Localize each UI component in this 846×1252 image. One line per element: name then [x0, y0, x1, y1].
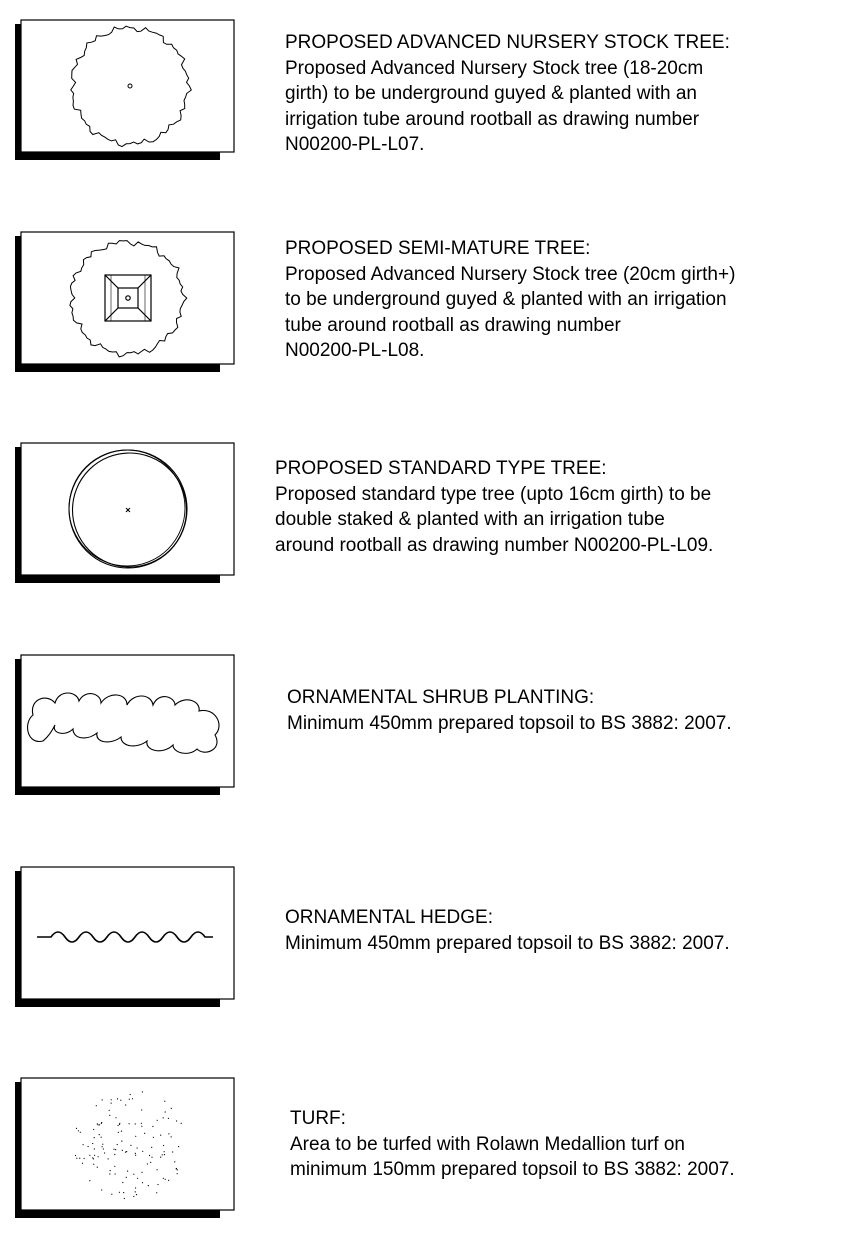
legend-title: ORNAMENTAL HEDGE: — [285, 907, 493, 928]
legend-title: PROPOSED ADVANCED NURSERY STOCK TREE: — [285, 32, 730, 53]
standard-type-tree-symbol — [15, 442, 235, 583]
legend-text: PROPOSED SEMI-MATURE TREE: Proposed Adva… — [285, 236, 735, 364]
symbol-box — [15, 230, 237, 375]
legend-description: Minimum 450mm prepared topsoil to BS 388… — [285, 932, 730, 954]
symbol-box — [15, 865, 237, 1010]
legend-description: Proposed standard type tree (upto 16cm g… — [275, 483, 714, 556]
tree-grille-icon — [104, 274, 152, 322]
legend-row-standard-type-tree: PROPOSED STANDARD TYPE TREE: Proposed st… — [0, 441, 846, 601]
legend-row-semi-mature-tree: PROPOSED SEMI-MATURE TREE: Proposed Adva… — [0, 230, 846, 390]
legend-description: Minimum 450mm prepared topsoil to BS 388… — [287, 712, 732, 734]
legend-text: ORNAMENTAL HEDGE: Minimum 450mm prepared… — [285, 905, 730, 956]
symbol-box — [15, 441, 237, 586]
turf-symbol — [15, 1077, 235, 1218]
legend-text: TURF: Area to be turfed with Rolawn Meda… — [290, 1106, 735, 1183]
legend-description: Proposed Advanced Nursery Stock tree (20… — [285, 263, 736, 362]
legend-row-hedge: ORNAMENTAL HEDGE: Minimum 450mm prepared… — [0, 865, 846, 1025]
legend-title: ORNAMENTAL SHRUB PLANTING: — [287, 687, 595, 708]
legend-row-shrub-planting: ORNAMENTAL SHRUB PLANTING: Minimum 450mm… — [0, 653, 846, 813]
legend-text: ORNAMENTAL SHRUB PLANTING: Minimum 450mm… — [287, 685, 732, 736]
symbol-box — [15, 653, 237, 798]
semi-mature-tree-symbol — [15, 231, 235, 372]
legend-title: TURF: — [290, 1108, 346, 1129]
advanced-nursery-stock-tree-symbol — [15, 19, 235, 160]
legend-text: PROPOSED ADVANCED NURSERY STOCK TREE: Pr… — [285, 30, 730, 158]
legend-row-advanced-nursery-stock-tree: PROPOSED ADVANCED NURSERY STOCK TREE: Pr… — [0, 18, 846, 178]
legend-text: PROPOSED STANDARD TYPE TREE: Proposed st… — [275, 456, 713, 558]
legend-description: Proposed Advanced Nursery Stock tree (18… — [285, 57, 704, 156]
legend-description: Area to be turfed with Rolawn Medallion … — [290, 1133, 735, 1181]
symbol-box — [15, 1076, 237, 1221]
legend-title: PROPOSED STANDARD TYPE TREE: — [275, 458, 607, 479]
symbol-box — [15, 18, 237, 163]
hedge-symbol — [15, 866, 235, 1007]
shrub-planting-symbol — [15, 654, 235, 795]
legend-row-turf: TURF: Area to be turfed with Rolawn Meda… — [0, 1076, 846, 1236]
legend-title: PROPOSED SEMI-MATURE TREE: — [285, 238, 591, 259]
